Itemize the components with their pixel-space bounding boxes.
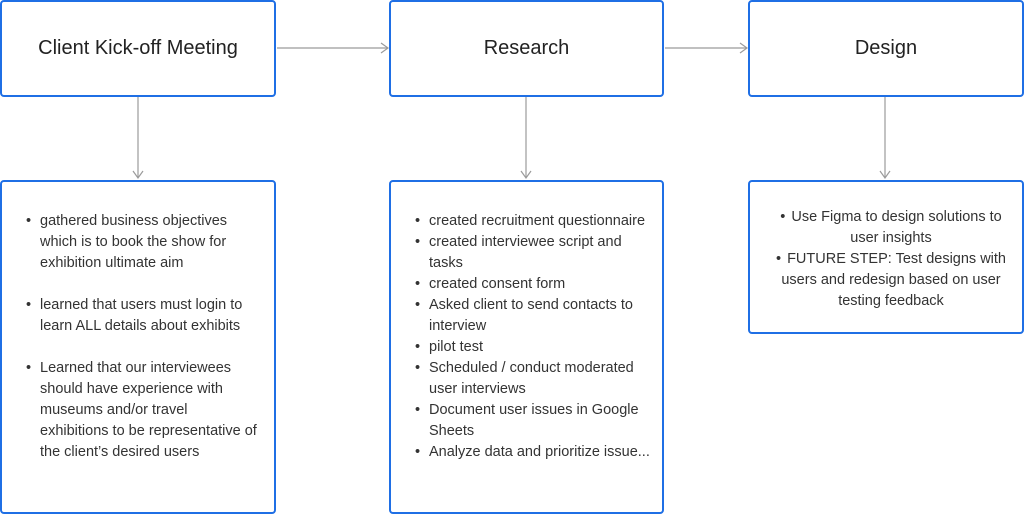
step-header-kickoff: Client Kick-off Meeting <box>0 0 276 97</box>
list-item: FUTURE STEP: Test designs with users and… <box>772 249 1010 312</box>
step-header-research: Research <box>389 0 664 97</box>
list-item: Scheduled / conduct moderated user inter… <box>415 358 654 400</box>
step-details-design: Use Figma to design solutions to user in… <box>748 180 1024 334</box>
list-item: created recruitment questionnaire <box>415 211 654 232</box>
list-item: created consent form <box>415 274 654 295</box>
arrow-head-research-to-design <box>739 42 749 54</box>
list-item: pilot test <box>415 337 654 358</box>
step-title-kickoff: Client Kick-off Meeting <box>38 37 238 59</box>
list-item: gathered business objectives which is to… <box>26 211 260 274</box>
list-item: Learned that our interviewees should hav… <box>26 358 260 463</box>
step-title-research: Research <box>483 37 570 59</box>
arrow-head-design-down <box>879 170 891 180</box>
kickoff-list: gathered business objectives which is to… <box>2 211 274 463</box>
list-item: Document user issues in Google Sheets <box>415 400 654 442</box>
list-item: learned that users must login to learn A… <box>26 295 260 337</box>
design-list: Use Figma to design solutions to user in… <box>750 207 1022 312</box>
list-item: Use Figma to design solutions to user in… <box>772 207 1010 249</box>
arrow-head-kickoff-down <box>132 170 144 180</box>
step-details-research: created recruitment questionnaire create… <box>389 180 664 514</box>
list-item: Asked client to send contacts to intervi… <box>415 295 654 337</box>
list-item: Analyze data and prioritize issue... <box>415 442 654 463</box>
step-details-kickoff: gathered business objectives which is to… <box>0 180 276 514</box>
arrow-head-kickoff-to-research <box>380 42 390 54</box>
list-item: created interviewee script and tasks <box>415 232 654 274</box>
arrow-head-research-down <box>520 170 532 180</box>
research-list: created recruitment questionnaire create… <box>391 211 662 463</box>
step-header-design: Design <box>748 0 1024 97</box>
step-title-design: Design <box>854 37 918 59</box>
